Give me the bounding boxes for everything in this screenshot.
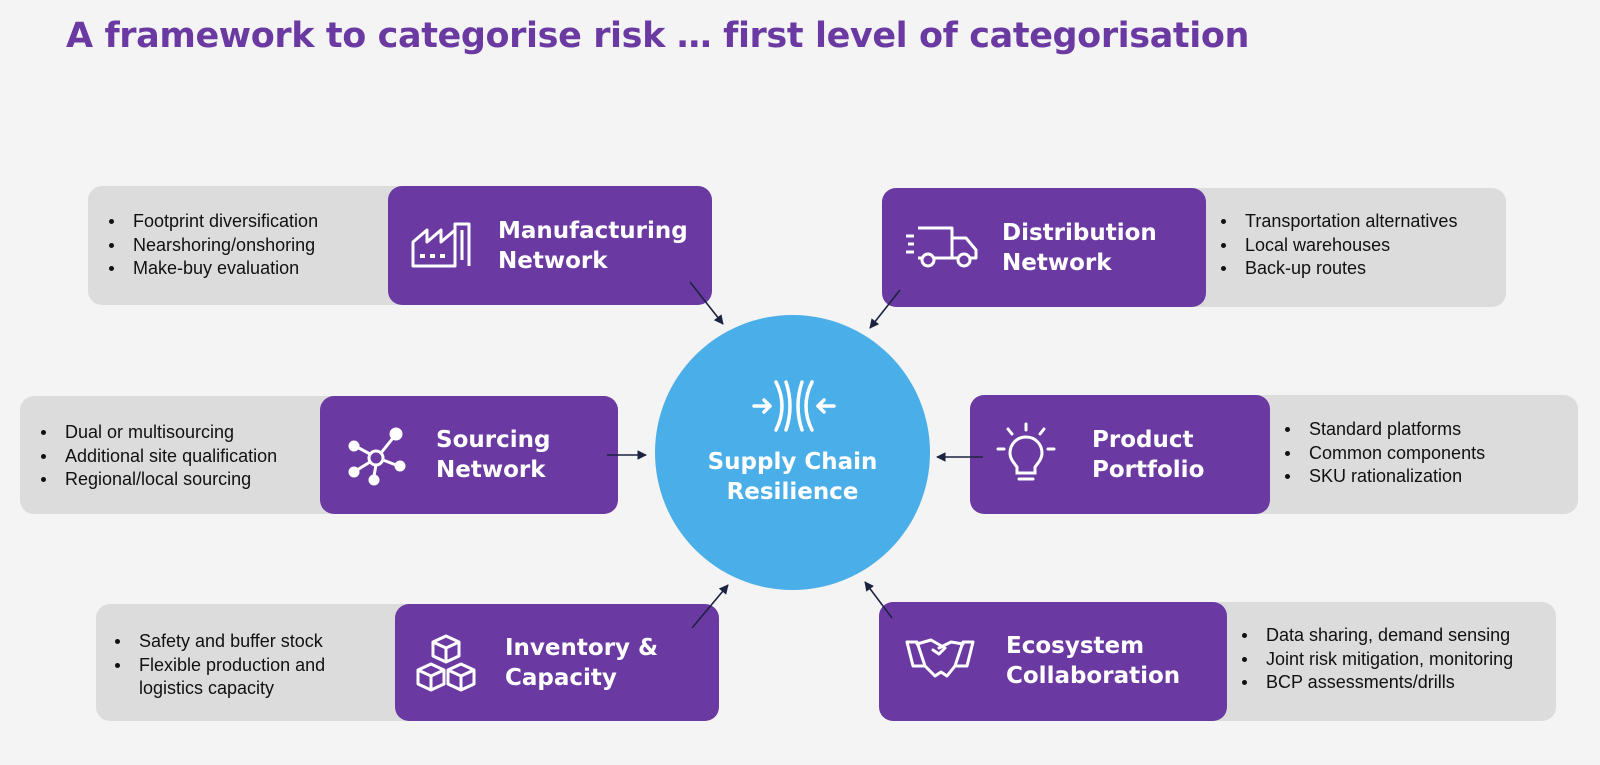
center-label-line: Supply Chain — [707, 449, 878, 475]
label-line: Network — [436, 457, 546, 483]
label-line: Manufacturing — [498, 218, 688, 244]
manufacturing-network-label: Manufacturing Network — [498, 216, 688, 276]
bullet-item: Back-up routes — [1219, 257, 1457, 281]
sourcing-bullets: Dual or multisourcing Additional site qu… — [39, 421, 277, 492]
label-line: Capacity — [505, 665, 617, 691]
boxes-icon — [416, 634, 476, 692]
center-label-line: Resilience — [726, 479, 859, 505]
label-line: Ecosystem — [1006, 633, 1145, 659]
network-hub-icon — [348, 427, 406, 486]
ecosystem-collaboration-box: Ecosystem Collaboration — [879, 602, 1227, 721]
product-portfolio-box: Product Portfolio — [970, 395, 1270, 514]
page-title: A framework to categorise risk … first l… — [66, 16, 1250, 56]
ecosystem-bullets-panel — [1190, 602, 1556, 721]
bullet-item: BCP assessments/drills — [1240, 671, 1513, 695]
bullet-item: Nearshoring/onshoring — [107, 234, 318, 258]
bullet-item-continuation: logistics capacity — [139, 678, 275, 698]
bullet-item: Make-buy evaluation — [107, 257, 318, 281]
bullet-item: Additional site qualification — [39, 445, 277, 469]
label-line: Product — [1092, 427, 1194, 453]
arrow-manufacturing — [689, 281, 724, 325]
label-line: Network — [498, 248, 608, 274]
inventory-capacity-box: Inventory & Capacity — [395, 604, 719, 721]
manufacturing-network-box: Manufacturing Network — [388, 186, 712, 305]
distribution-network-box: Distribution Network — [882, 188, 1206, 307]
bullet-item: Regional/local sourcing — [39, 468, 277, 492]
product-portfolio-label: Product Portfolio — [1092, 425, 1204, 485]
manufacturing-bullets: Footprint diversification Nearshoring/on… — [107, 210, 318, 281]
bullet-item: Footprint diversification — [107, 210, 318, 234]
bullet-item: Local warehouses — [1219, 234, 1457, 258]
truck-icon — [906, 226, 978, 268]
arrow-ecosystem — [864, 581, 893, 619]
arrow-inventory — [691, 584, 729, 629]
ecosystem-bullets: Data sharing, demand sensing Joint risk … — [1240, 624, 1513, 695]
distribution-bullets-panel — [1170, 188, 1506, 307]
label-line: Collaboration — [1006, 663, 1181, 689]
bullet-item: Safety and buffer stock — [113, 630, 325, 654]
inventory-bullets: Safety and buffer stock Flexible product… — [113, 630, 325, 701]
compress-arrows-icon — [752, 380, 836, 432]
bullet-item: Flexible production and — [113, 654, 325, 678]
bullet-item: Standard platforms — [1283, 418, 1485, 442]
factory-icon — [411, 222, 471, 268]
inventory-capacity-label: Inventory & Capacity — [505, 633, 658, 693]
product-bullets: Standard platforms Common components SKU… — [1283, 418, 1485, 489]
label-line: Portfolio — [1092, 457, 1205, 483]
manufacturing-bullets-panel — [88, 186, 418, 305]
bullet-item: Transportation alternatives — [1219, 210, 1457, 234]
bullet-item: SKU rationalization — [1283, 465, 1485, 489]
label-line: Sourcing — [436, 427, 551, 453]
bullet-item: Dual or multisourcing — [39, 421, 277, 445]
supply-chain-resilience-circle — [655, 315, 930, 590]
distribution-bullets: Transportation alternatives Local wareho… — [1219, 210, 1457, 281]
bullet-item: Joint risk mitigation, monitoring — [1240, 648, 1513, 672]
label-line: Network — [1002, 250, 1112, 276]
inventory-bullets-panel — [96, 604, 426, 721]
center-label: Supply Chain Resilience — [655, 447, 930, 507]
lightbulb-icon — [996, 422, 1056, 481]
distribution-network-label: Distribution Network — [1002, 218, 1157, 278]
handshake-icon — [905, 638, 975, 678]
sourcing-network-box: Sourcing Network — [320, 396, 618, 514]
bullet-item: Data sharing, demand sensing — [1240, 624, 1513, 648]
ecosystem-collaboration-label: Ecosystem Collaboration — [1006, 631, 1180, 691]
label-line: Inventory & — [505, 635, 659, 661]
bullet-item: Common components — [1283, 442, 1485, 466]
sourcing-bullets-panel — [20, 396, 360, 514]
label-line: Distribution — [1002, 220, 1157, 246]
sourcing-network-label: Sourcing Network — [436, 425, 550, 485]
arrow-distribution — [869, 289, 901, 329]
